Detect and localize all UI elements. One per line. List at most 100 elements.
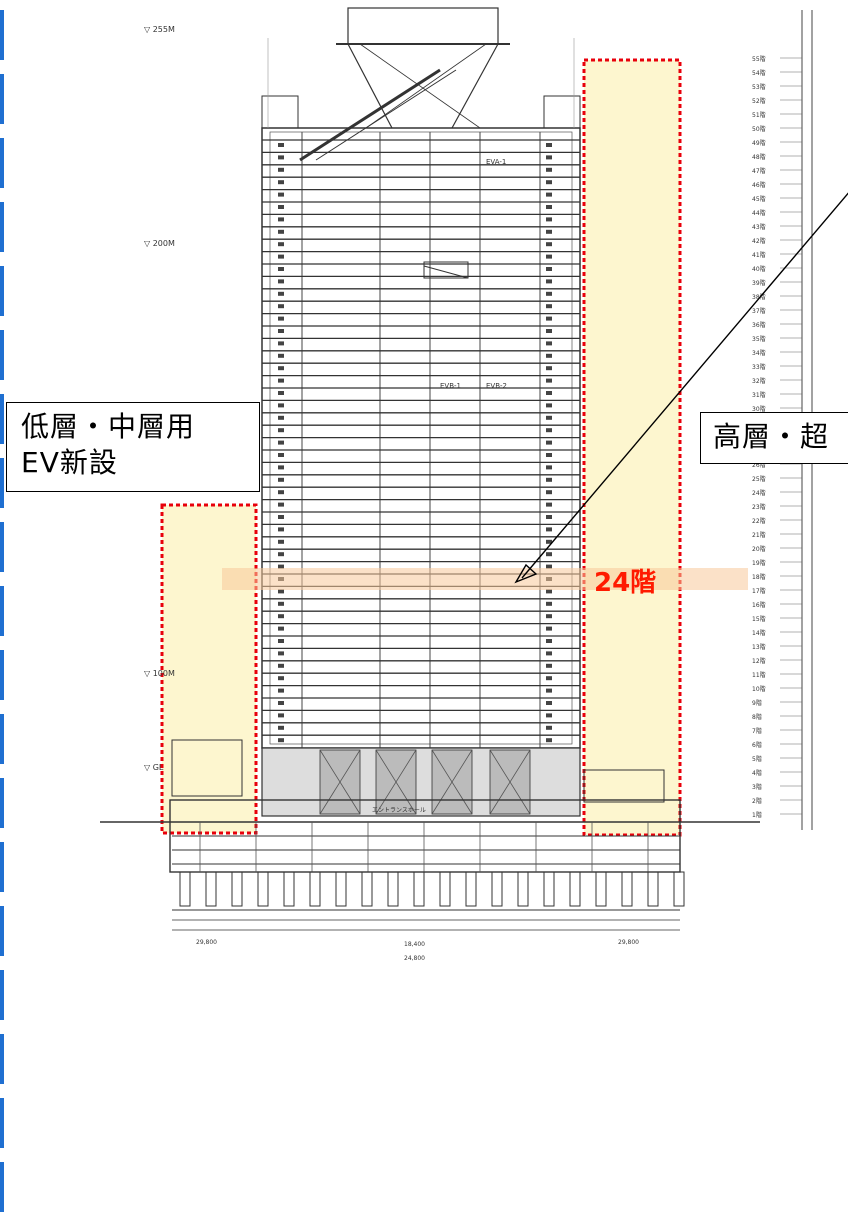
dim-mid: 18,400 bbox=[404, 941, 425, 948]
foundation-pile bbox=[231, 871, 243, 907]
foundation-piles bbox=[179, 871, 685, 907]
window-mark bbox=[546, 254, 552, 259]
blue-edge-mark bbox=[0, 74, 4, 124]
dim-total: 24,800 bbox=[404, 955, 425, 962]
window-mark bbox=[546, 267, 552, 271]
window-mark bbox=[546, 378, 552, 383]
foundation-pile bbox=[673, 871, 685, 907]
floor-scale-label: 49階 bbox=[752, 139, 766, 147]
foundation-pile bbox=[283, 871, 295, 907]
window-mark bbox=[546, 341, 552, 346]
floor-scale-label: 30階 bbox=[752, 405, 766, 413]
window-mark bbox=[546, 527, 552, 532]
foundation-pile bbox=[595, 871, 607, 907]
foundation-pile bbox=[309, 871, 321, 907]
floor-scale-label: 41階 bbox=[752, 251, 766, 259]
hatch-line bbox=[489, 749, 531, 815]
window-mark bbox=[278, 465, 284, 470]
base-hatch bbox=[319, 749, 531, 815]
ev-tag-a: EVB-1 bbox=[440, 382, 461, 390]
blue-edge-mark bbox=[0, 650, 4, 700]
floor-scale-label: 44階 bbox=[752, 209, 766, 217]
window-mark bbox=[546, 738, 552, 743]
dim-left: 29,800 bbox=[196, 939, 217, 946]
window-mark bbox=[278, 428, 284, 433]
floor-24-band bbox=[222, 568, 748, 590]
ev-tag-b: EVB-2 bbox=[486, 382, 507, 390]
window-mark bbox=[546, 180, 552, 185]
window-mark bbox=[546, 391, 552, 395]
window-mark bbox=[278, 143, 284, 147]
window-mark bbox=[546, 242, 552, 247]
floor-scale-label: 18階 bbox=[752, 573, 766, 581]
foundation-pile bbox=[621, 871, 633, 907]
window-mark bbox=[278, 217, 284, 222]
blue-edge-mark bbox=[0, 202, 4, 252]
window-mark bbox=[278, 415, 284, 420]
foundation-pile bbox=[491, 871, 503, 907]
window-mark bbox=[546, 192, 552, 197]
window-mark bbox=[278, 440, 284, 445]
window-mark bbox=[546, 688, 552, 693]
window-mark bbox=[546, 589, 552, 594]
floor-scale-label: 48階 bbox=[752, 153, 766, 161]
window-mark bbox=[546, 304, 552, 309]
window-mark bbox=[546, 614, 552, 619]
hatch-line bbox=[431, 749, 473, 815]
window-mark bbox=[546, 279, 552, 284]
floor-scale-label: 8階 bbox=[752, 713, 762, 721]
floor-scale-label: 46階 bbox=[752, 181, 766, 189]
floor-scale-label: 7階 bbox=[752, 727, 762, 735]
window-mark bbox=[546, 155, 552, 160]
window-mark bbox=[278, 738, 284, 743]
window-mark bbox=[546, 366, 552, 371]
window-mark bbox=[278, 725, 284, 730]
window-mark bbox=[546, 502, 552, 507]
window-mark bbox=[278, 676, 284, 681]
floor-scale-label: 4階 bbox=[752, 769, 762, 777]
window-mark bbox=[278, 477, 284, 482]
window-mark bbox=[546, 217, 552, 222]
window-mark bbox=[278, 316, 284, 321]
window-mark bbox=[546, 465, 552, 470]
window-mark bbox=[546, 663, 552, 668]
pointer-arrowhead bbox=[514, 563, 538, 584]
floor-scale-label: 23階 bbox=[752, 503, 766, 511]
floor-scale-label: 40階 bbox=[752, 265, 766, 273]
window-mark bbox=[546, 403, 552, 408]
low-mid-callout-line2: EV新設 bbox=[21, 446, 118, 479]
window-mark bbox=[546, 713, 552, 718]
floor-scale-label: 31階 bbox=[752, 391, 766, 399]
floor-scale-label: 5階 bbox=[752, 755, 762, 763]
window-mark bbox=[546, 552, 552, 557]
foundation-pile bbox=[439, 871, 451, 907]
floor-scale-label: 22階 bbox=[752, 517, 766, 525]
window-mark bbox=[546, 477, 552, 482]
window-mark bbox=[278, 304, 284, 309]
window-mark bbox=[546, 428, 552, 433]
floor-scale-label: 24階 bbox=[752, 489, 766, 497]
window-mark bbox=[546, 564, 552, 569]
window-mark bbox=[546, 725, 552, 730]
floor-scale-label: 14階 bbox=[752, 629, 766, 637]
floor-scale-label: 36階 bbox=[752, 321, 766, 329]
floor-scale-label: 53階 bbox=[752, 83, 766, 91]
foundation-pile bbox=[335, 871, 347, 907]
foundation-pile bbox=[465, 871, 477, 907]
foundation-pile bbox=[361, 871, 373, 907]
window-mark bbox=[546, 167, 552, 172]
window-mark bbox=[546, 601, 552, 606]
foundation-pile bbox=[179, 871, 191, 907]
hatch-line bbox=[375, 749, 417, 815]
floor-scale-label: 12階 bbox=[752, 657, 766, 665]
floor-scale-label: 32階 bbox=[752, 377, 766, 385]
blue-edge-mark bbox=[0, 1162, 4, 1212]
blue-edge-mark bbox=[0, 778, 4, 828]
floor-scale-label: 3階 bbox=[752, 783, 762, 791]
window-mark bbox=[546, 639, 552, 643]
blue-edge-mark bbox=[0, 1034, 4, 1084]
window-mark bbox=[278, 601, 284, 606]
hatch-line bbox=[319, 749, 361, 815]
floor-scale-label: 17階 bbox=[752, 587, 766, 595]
